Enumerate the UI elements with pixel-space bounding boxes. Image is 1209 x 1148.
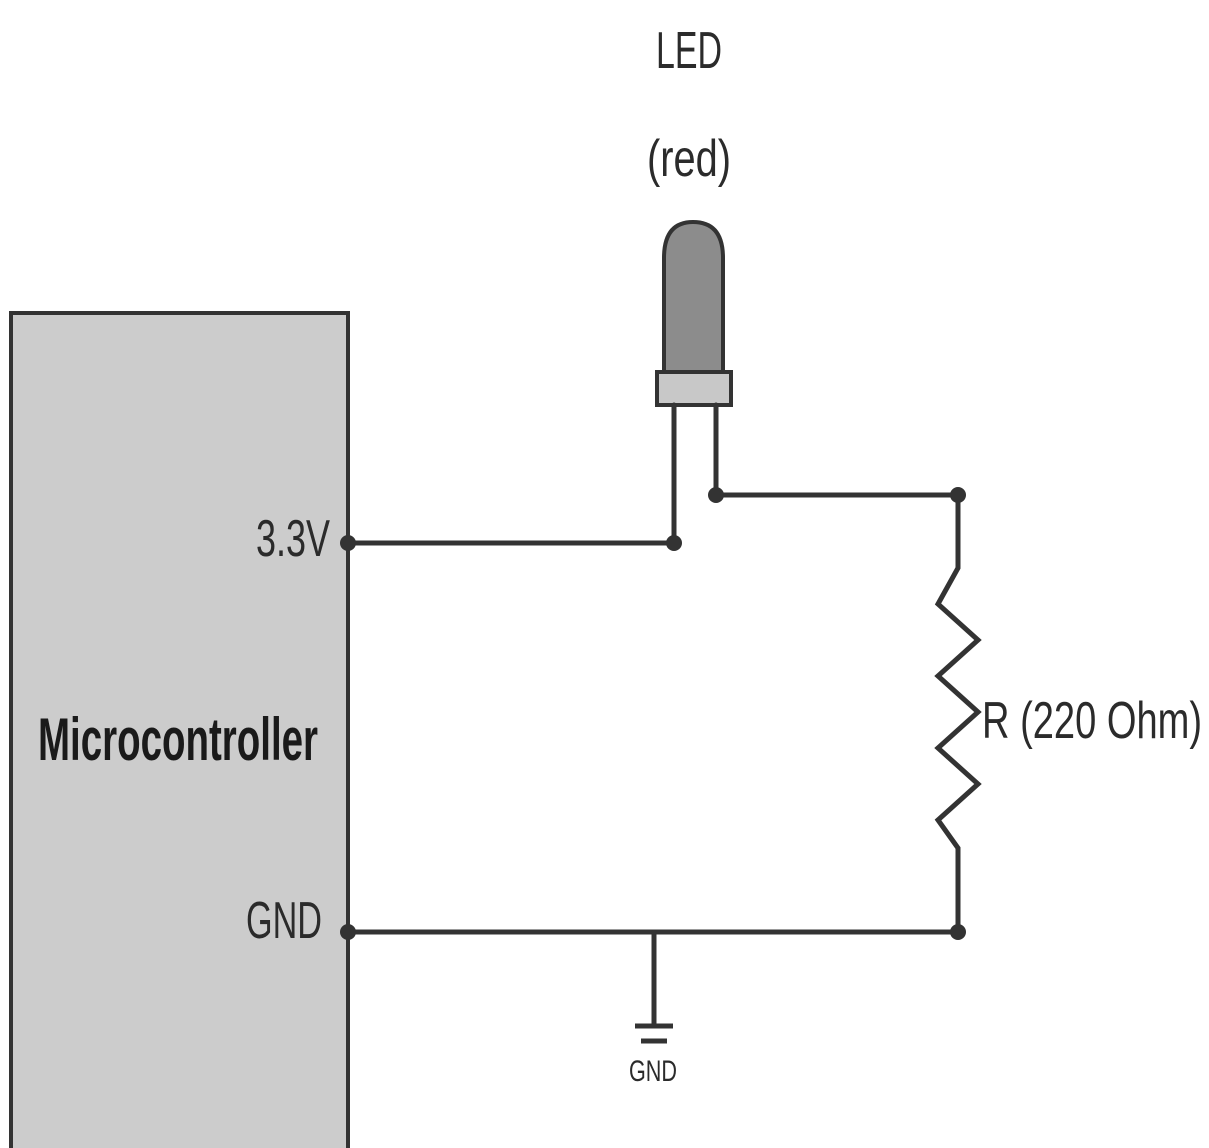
ground-icon	[635, 1023, 673, 1044]
node-led-cathode	[708, 487, 724, 503]
pin-3v3-label: 3.3V	[256, 510, 330, 568]
led-title-label: LED	[656, 22, 722, 80]
node-3v3-pin	[340, 535, 356, 551]
node-gnd-pin	[340, 924, 356, 940]
ground-symbol-label: GND	[629, 1055, 677, 1088]
node-led-anode	[666, 535, 682, 551]
microcontroller-label: Microcontroller	[38, 706, 318, 773]
resistor-label: R (220 Ohm)	[982, 692, 1202, 750]
pin-gnd-label: GND	[246, 892, 322, 950]
node-resistor-bottom	[950, 924, 966, 940]
microcontroller-block	[9, 311, 350, 1148]
node-resistor-top	[950, 487, 966, 503]
led-color-label: (red)	[647, 130, 731, 188]
resistor-icon	[934, 492, 982, 935]
led-icon	[655, 219, 733, 407]
